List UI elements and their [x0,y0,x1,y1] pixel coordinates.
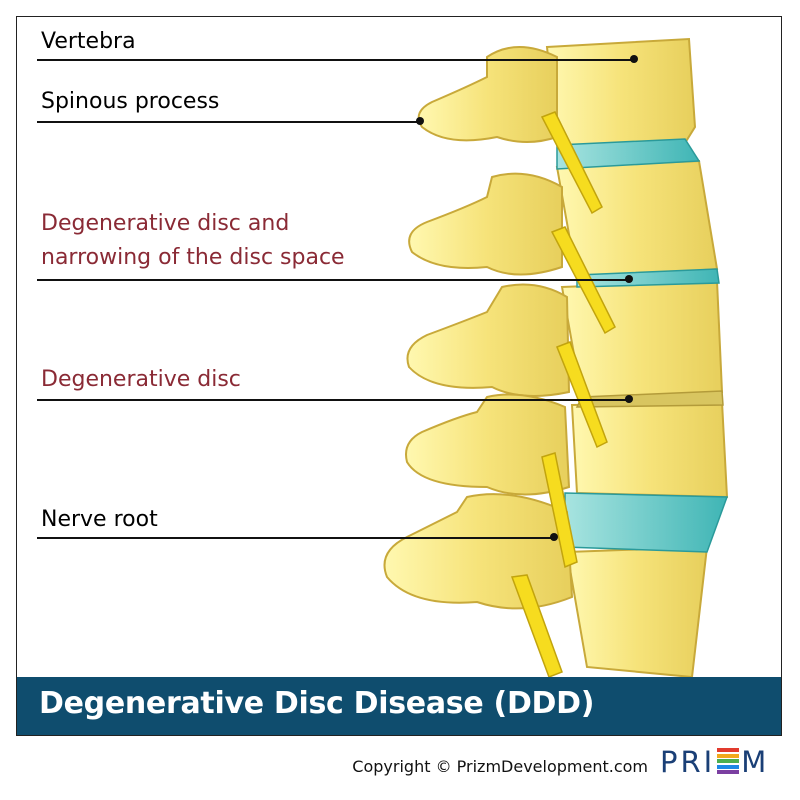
vertebra-body-5 [565,545,709,679]
spinous-process-3 [406,283,571,397]
posterior-elements [383,46,574,610]
leader-degenerative-narrowing [37,279,627,281]
nerve-root-3 [556,341,608,449]
vertebra-body-3 [560,279,724,401]
disc-degenerative [575,390,724,408]
spinous-process-1 [417,46,558,143]
logo-bar [717,753,740,758]
logo-bar [717,759,740,763]
intervertebral-discs [556,138,729,553]
logo-bar [717,770,740,774]
spinous-process-5 [383,493,574,610]
label-degenerative-disc: Degenerative disc [41,367,241,392]
leader-spinous-process [37,121,419,123]
title-banner: Degenerative Disc Disease (DDD) [17,677,781,735]
vertebra-body-1 [545,37,697,147]
leader-vertebra [37,59,632,61]
spinous-process-4 [405,393,571,496]
nerve-root-1 [540,111,603,215]
copyright-notice: Copyright © PrizmDevelopment.com [352,757,648,776]
label-degenerative-narrowing-line1: Degenerative disc and [41,211,290,236]
label-degenerative-narrowing-line2: narrowing of the disc space [41,245,345,270]
pointer-dot-spinous-process [416,117,424,125]
logo-bars-icon [717,748,740,774]
spine-illustration [383,37,729,679]
pointer-dot-degenerative-narrowing [625,275,633,283]
label-vertebra: Vertebra [41,29,136,54]
logo-text-left: PRI [660,745,716,779]
diagram-title: Degenerative Disc Disease (DDD) [39,686,595,721]
logo-bar [717,748,740,752]
leader-nerve-root [37,537,552,539]
label-nerve-root: Nerve root [41,507,158,532]
leader-degenerative-disc [37,399,627,401]
pointer-dot-degenerative-disc [625,395,633,403]
disc-narrowed [576,268,720,288]
logo-text-right: M [741,745,770,779]
diagram-frame: Vertebra Spinous process Degenerative di… [16,16,782,736]
spinous-process-2 [408,172,563,276]
disc-healthy-top [556,138,701,170]
prizm-logo: PRI M [660,745,769,779]
label-spinous-process: Spinous process [41,89,220,114]
pointer-dot-vertebra [630,55,638,63]
nerve-root-4 [541,452,578,569]
pointer-dot-nerve-root [550,533,558,541]
nerve-root-5 [510,574,563,678]
logo-bar [717,764,740,769]
disc-healthy-bottom [564,492,729,553]
